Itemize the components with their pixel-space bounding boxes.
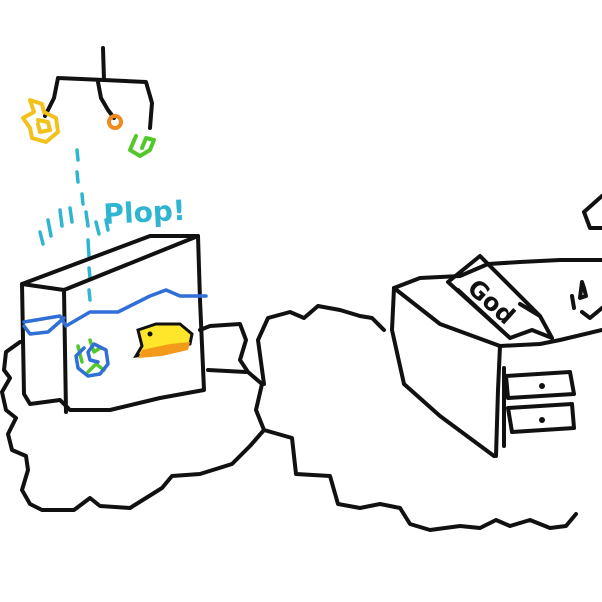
drawer-knob-bottom: [539, 417, 545, 423]
fish-icon: [133, 322, 194, 359]
desk-nameplate: God: [446, 254, 554, 340]
snail-icon: [74, 342, 110, 378]
flame-ornament: [21, 98, 60, 144]
drawer-knob-top: [539, 383, 545, 389]
plop-text: Plop!: [103, 194, 187, 231]
cloud-left: [0, 322, 266, 512]
leaf-ornament: [128, 134, 156, 158]
plant: [76, 338, 106, 374]
cloud-right: [256, 304, 578, 532]
hanging-mobile: [21, 46, 156, 158]
desk-drawer-bottom: [506, 402, 576, 434]
water-line: [22, 288, 208, 336]
desk-drawer-top: [504, 370, 576, 400]
person-partial: [570, 194, 602, 320]
fish-tank: [20, 234, 208, 414]
water-drops: [38, 148, 110, 302]
ring-ornament: [107, 114, 123, 130]
